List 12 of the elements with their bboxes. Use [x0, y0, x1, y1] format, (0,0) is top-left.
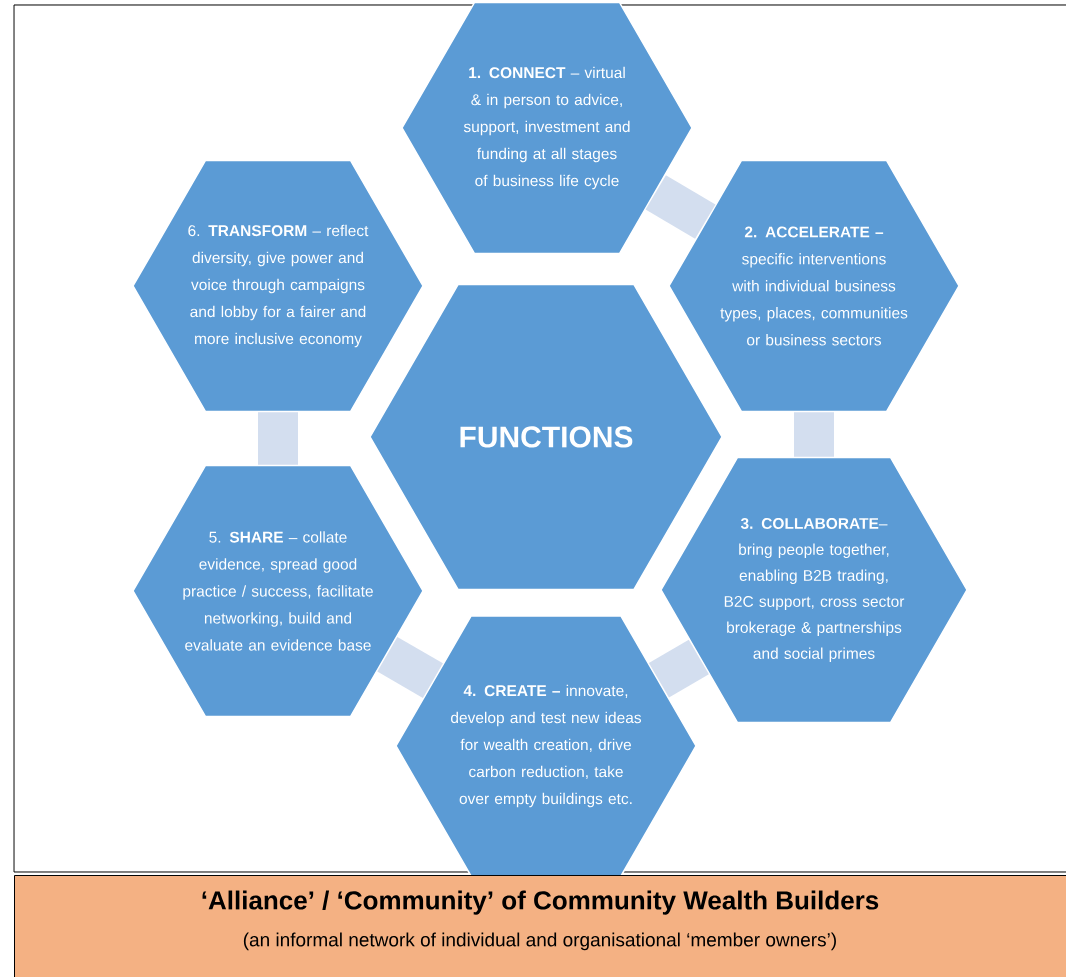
connector [794, 412, 834, 457]
hexagon: 1. CONNECT – virtual & in person to advice, support, investment and funding at all stages of business life cycle [401, 1, 693, 255]
hexagon: 4. CREATE – innovate, develop and test new ideas for wealth creation, drive carbon reduction, take over empty buildings etc. [395, 615, 697, 877]
connector [377, 636, 443, 698]
hexagon: 2. ACCELERATE – specific interventions with individual business types, places, communities or business sectors [668, 159, 960, 413]
banner: ‘Alliance’ / ‘Community’ of Community Wealth Builders (an informal network of individual and organisational ‘member owners’) [14, 875, 1066, 977]
connector [645, 175, 716, 239]
hexagon: 5. SHARE – collate evidence, spread good practice / success, facilitate networking, build and evaluate an evidence base [132, 464, 424, 718]
hexagon: 6. TRANSFORM – reflect diversity, give power and voice through campaigns and lobby for a fairer and more inclusive economy [132, 159, 424, 413]
hexagon: 3. COLLABORATE– bring people together, enabling B2B trading, B2C support, cross sector brokerage & partnerships and social primes [660, 456, 968, 724]
connector [258, 412, 298, 465]
connector [648, 639, 709, 698]
